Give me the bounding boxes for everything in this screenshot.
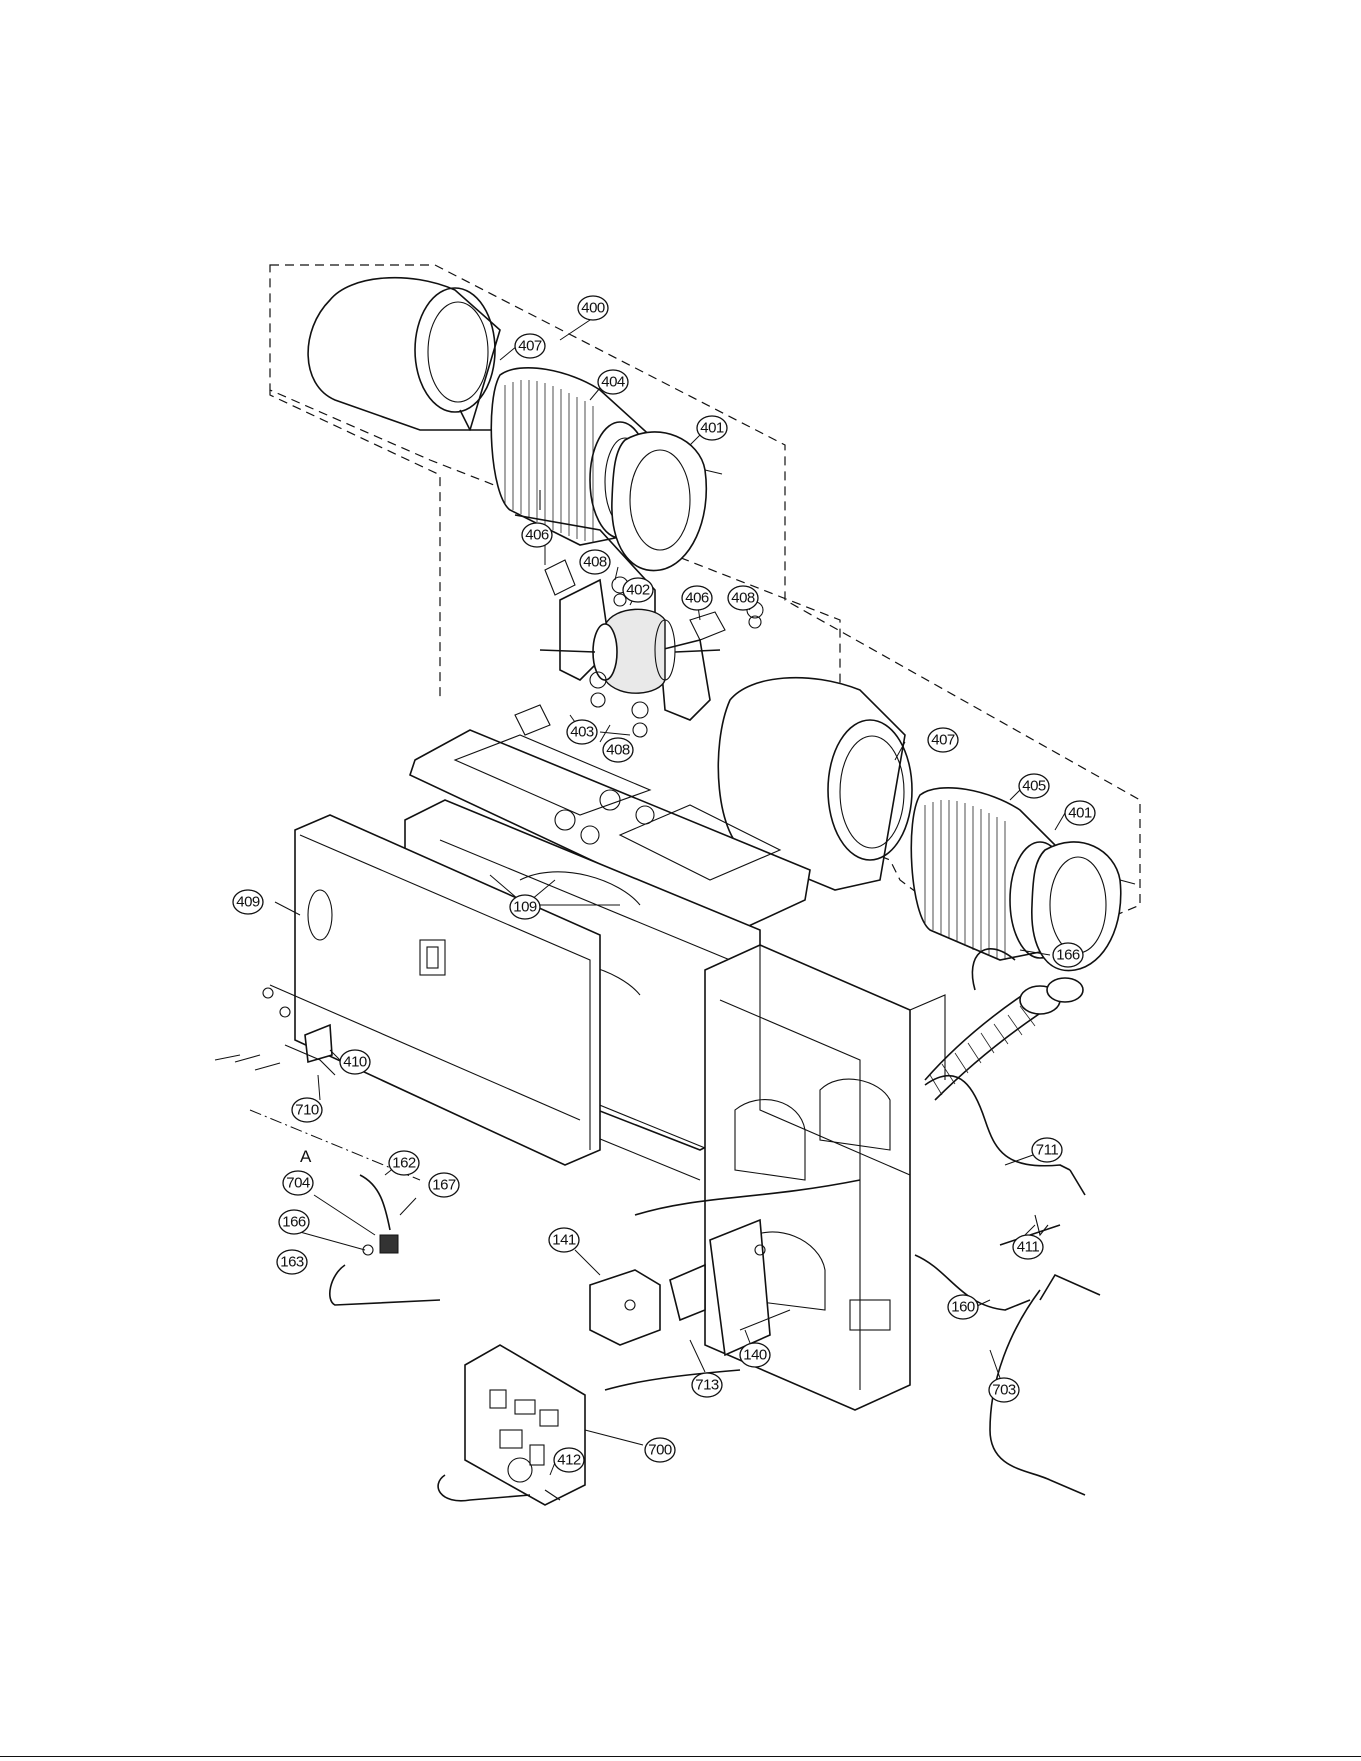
reference-label-a: A xyxy=(300,1147,312,1166)
svg-text:406: 406 xyxy=(525,527,549,544)
svg-text:408: 408 xyxy=(731,590,755,607)
callout-406-right: 406 xyxy=(682,586,712,610)
svg-text:160: 160 xyxy=(951,1299,975,1316)
callout-160: 160 xyxy=(948,1295,978,1319)
svg-text:405: 405 xyxy=(1022,778,1046,795)
svg-text:403: 403 xyxy=(570,724,594,741)
svg-text:412: 412 xyxy=(557,1452,581,1469)
callout-400: 400 xyxy=(578,296,608,320)
callout-404: 404 xyxy=(598,370,628,394)
svg-text:704: 704 xyxy=(286,1175,310,1192)
callout-408-top: 408 xyxy=(580,550,610,574)
svg-text:141: 141 xyxy=(552,1232,576,1249)
svg-text:163: 163 xyxy=(280,1254,304,1271)
callout-401-upper: 401 xyxy=(697,416,727,440)
callout-405: 405 xyxy=(1019,774,1049,798)
flex-hose xyxy=(925,978,1083,1100)
thermostat-brackets xyxy=(590,1220,790,1355)
svg-text:166: 166 xyxy=(1056,947,1080,964)
callout-109: 109 xyxy=(510,895,540,919)
callout-163: 163 xyxy=(277,1250,307,1274)
callout-402: 402 xyxy=(623,578,653,602)
svg-text:167: 167 xyxy=(432,1177,456,1194)
callout-407-upper: 407 xyxy=(515,334,545,358)
svg-text:411: 411 xyxy=(1017,1239,1040,1256)
svg-text:408: 408 xyxy=(583,554,607,571)
left-boundary-dash xyxy=(270,390,440,700)
svg-text:404: 404 xyxy=(601,374,625,391)
svg-text:109: 109 xyxy=(513,899,537,916)
callout-703: 703 xyxy=(989,1378,1019,1402)
svg-text:406: 406 xyxy=(685,590,709,607)
inlet-ring-lower xyxy=(1032,842,1135,971)
svg-text:407: 407 xyxy=(518,338,542,355)
page-bottom-rule xyxy=(0,1756,1361,1757)
callout-407-lower: 407 xyxy=(928,728,958,752)
callout-406-left: 406 xyxy=(522,523,552,547)
svg-text:400: 400 xyxy=(581,300,605,317)
callout-166-upper: 166 xyxy=(1053,943,1083,967)
callout-410: 410 xyxy=(340,1050,370,1074)
callout-710: 710 xyxy=(292,1098,322,1122)
callout-401-lower: 401 xyxy=(1065,801,1095,825)
svg-text:700: 700 xyxy=(648,1442,672,1459)
callout-166-lower: 166 xyxy=(279,1210,309,1234)
callout-408-bottom: 408 xyxy=(603,738,633,762)
svg-text:402: 402 xyxy=(626,582,650,599)
svg-text:410: 410 xyxy=(343,1054,367,1071)
inlet-ring-upper xyxy=(612,432,722,571)
callout-403: 403 xyxy=(567,720,597,744)
svg-text:710: 710 xyxy=(295,1102,319,1119)
callout-162: 162 xyxy=(389,1151,419,1175)
svg-text:162: 162 xyxy=(392,1155,416,1172)
svg-text:409: 409 xyxy=(236,894,260,911)
callout-140: 140 xyxy=(740,1343,770,1367)
callout-711: 711 xyxy=(1032,1138,1062,1162)
svg-text:703: 703 xyxy=(992,1382,1016,1399)
svg-text:140: 140 xyxy=(743,1347,767,1364)
callout-700: 700 xyxy=(645,1438,675,1462)
callout-713: 713 xyxy=(692,1373,722,1397)
svg-text:711: 711 xyxy=(1036,1142,1059,1159)
callout-408-right: 408 xyxy=(728,586,758,610)
svg-text:166: 166 xyxy=(282,1214,306,1231)
blower-housing-upper-left xyxy=(308,278,510,430)
svg-text:408: 408 xyxy=(606,742,630,759)
callout-411: 411 xyxy=(1013,1235,1043,1259)
callout-409: 409 xyxy=(233,890,263,914)
callout-167: 167 xyxy=(429,1173,459,1197)
svg-text:407: 407 xyxy=(931,732,955,749)
callout-141: 141 xyxy=(549,1228,579,1252)
callout-412: 412 xyxy=(554,1448,584,1472)
callout-704: 704 xyxy=(283,1171,313,1195)
svg-text:401: 401 xyxy=(700,420,724,437)
svg-text:401: 401 xyxy=(1068,805,1092,822)
control-board xyxy=(438,1345,585,1505)
svg-text:713: 713 xyxy=(695,1377,719,1394)
